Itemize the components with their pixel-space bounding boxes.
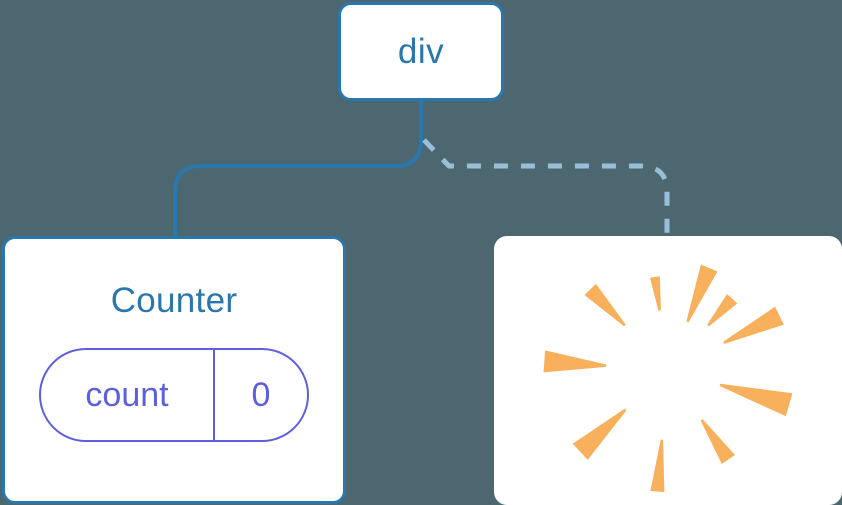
- state-pill-count[interactable]: count 0: [39, 348, 309, 442]
- state-value: 0: [251, 376, 271, 414]
- node-effect[interactable]: [494, 236, 842, 505]
- sparkle-ray-1: [686, 264, 718, 323]
- sparkle-ray-5: [572, 408, 627, 460]
- sparkle-burst-icon: [543, 264, 793, 493]
- sparkle-ray-8: [719, 383, 793, 417]
- sparkle-ray-9: [723, 306, 784, 344]
- edge-div-to-effect: [422, 138, 670, 239]
- sparkle-ray-7: [700, 419, 736, 465]
- state-key: count: [41, 350, 215, 440]
- sparkle-ray-6: [650, 439, 665, 493]
- sparkle-ray-2: [649, 276, 661, 311]
- node-counter[interactable]: Counter count 0: [2, 236, 346, 504]
- edge-div-to-counter: [173, 99, 423, 241]
- sparkle-ray-4: [543, 350, 607, 373]
- node-counter-label: Counter: [110, 281, 238, 320]
- sparkle-ray-3: [584, 283, 626, 327]
- node-div-label: div: [397, 32, 445, 71]
- node-div[interactable]: div: [338, 2, 504, 101]
- sparkle-ray-10: [707, 293, 738, 327]
